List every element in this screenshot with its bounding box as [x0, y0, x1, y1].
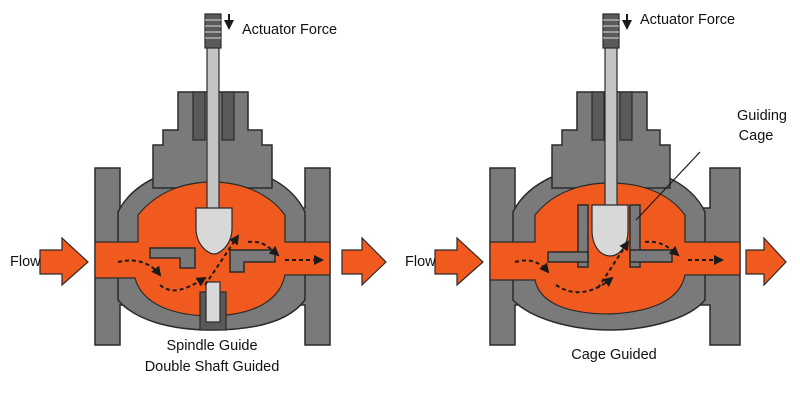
right-caption: Cage Guided — [571, 347, 657, 363]
left-outflow-arrow — [341, 236, 387, 287]
right-stem-thread — [602, 13, 620, 49]
left-seat-divider — [149, 247, 196, 269]
right-actuator-force-label: Actuator Force — [640, 12, 736, 28]
right-inflow-arrow — [434, 236, 484, 287]
left-inflow-arrow — [39, 236, 89, 287]
guiding-cage-label-line-2: Cage — [738, 128, 774, 144]
left-packing-nuts — [192, 91, 235, 141]
guiding-cage-label-line-1: Guiding — [737, 108, 787, 124]
right-packing-nuts — [591, 91, 633, 141]
right-stem — [604, 41, 618, 211]
left-plug — [195, 207, 233, 255]
right-flow-path — [514, 240, 724, 294]
left-caption-line-1: Spindle Guide — [166, 338, 258, 354]
spindle-guided-valve — [39, 13, 387, 346]
right-seat-divider — [547, 251, 589, 263]
left-stem-thread — [204, 13, 222, 49]
right-flow-label: Flow — [405, 254, 436, 270]
guiding-cage-callout-line — [635, 151, 701, 221]
right-cage-wall-left — [577, 204, 589, 268]
right-outflow-arrow — [745, 236, 787, 287]
left-flow-label: Flow — [10, 254, 41, 270]
left-bottom-guide-slot — [205, 281, 221, 323]
right-cage-wall-right — [629, 204, 641, 268]
left-actuator-force-label: Actuator Force — [242, 22, 338, 38]
left-caption-line-2: Double Shaft Guided — [144, 359, 280, 375]
left-flow-path — [117, 234, 324, 292]
cage-guided-valve — [434, 13, 787, 346]
right-seat-divider-2 — [629, 249, 673, 263]
left-stem — [206, 41, 220, 211]
right-plug — [591, 204, 629, 257]
